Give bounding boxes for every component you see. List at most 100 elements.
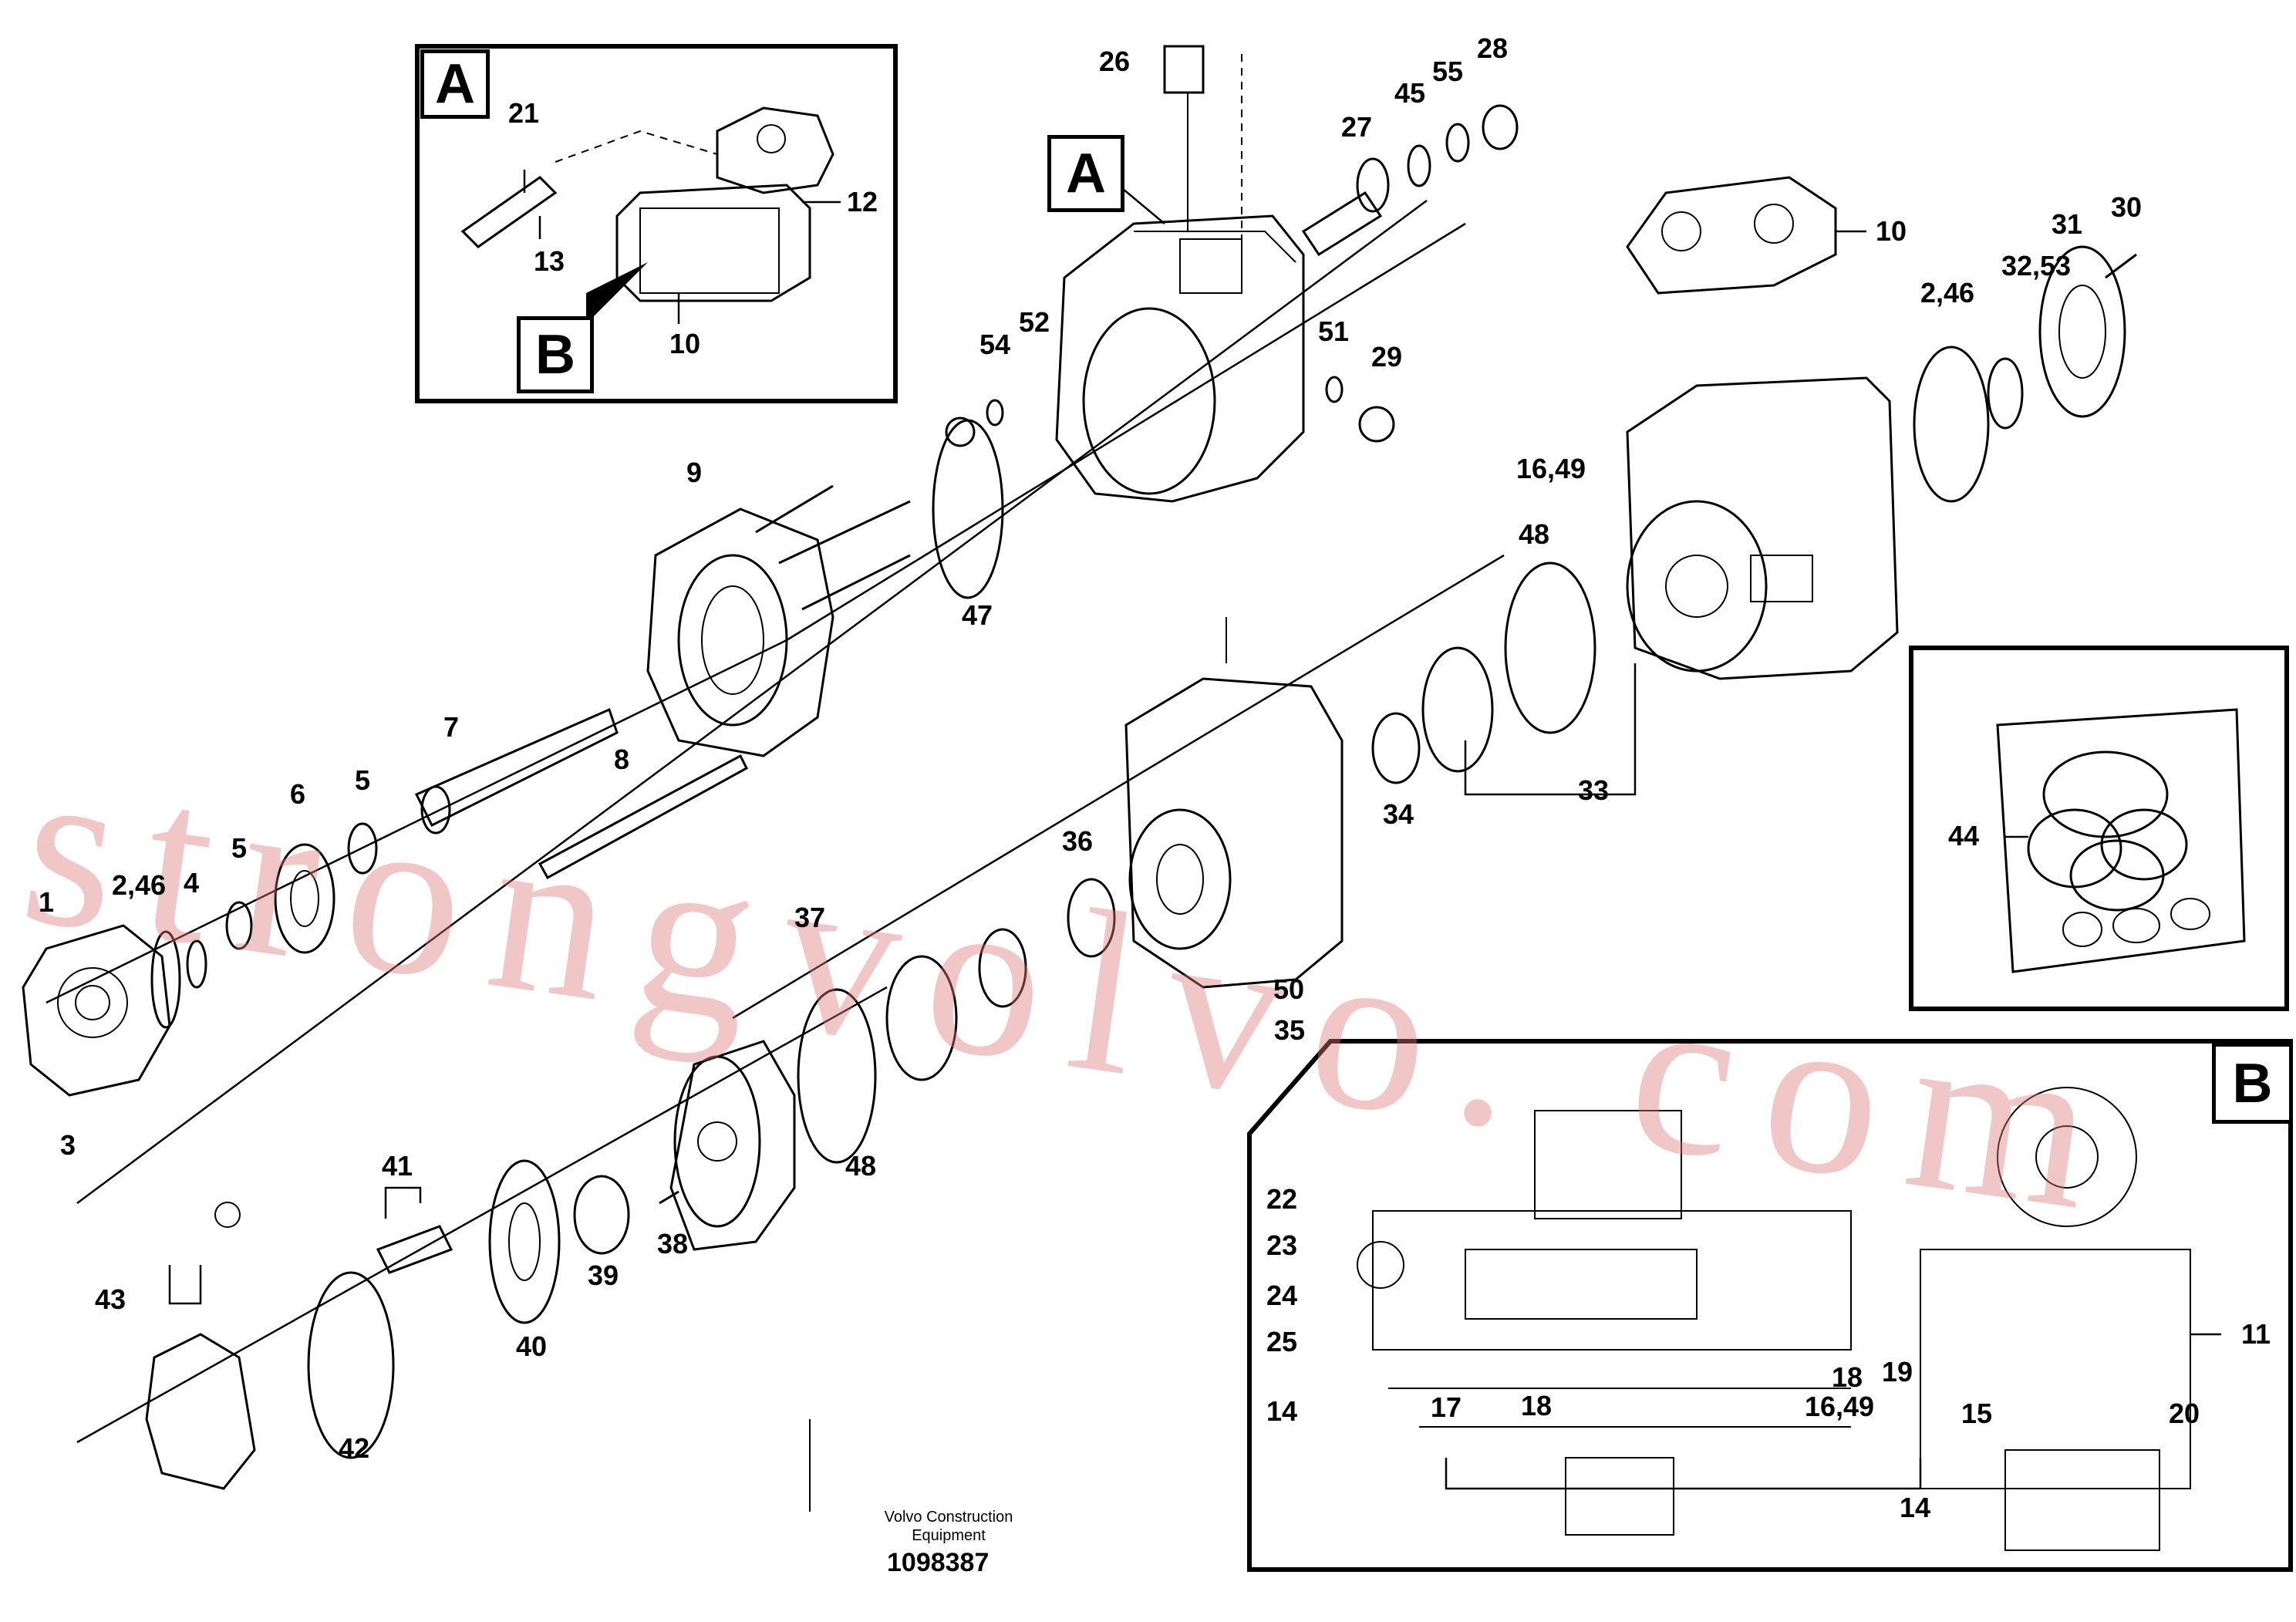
cylinder-block — [669, 1040, 796, 1251]
callout-47: 47 — [961, 599, 993, 631]
detail-a-letter: A — [420, 49, 490, 119]
main-housing — [1626, 376, 1899, 680]
bracket-43 — [168, 1265, 202, 1305]
main-view-letter: A — [1047, 135, 1124, 212]
callout-b-25: 25 — [1266, 1326, 1298, 1357]
axis-left-shaft — [46, 639, 787, 1004]
detail-a-frame — [415, 44, 898, 403]
callout-b-18b: 18 — [1831, 1361, 1863, 1393]
bearing-37 — [978, 928, 1027, 1008]
callout-b-11: 11 — [2240, 1318, 2271, 1350]
kit-frame — [1909, 646, 2289, 1011]
callout-b-23: 23 — [1266, 1229, 1298, 1261]
plug-54 — [945, 416, 976, 447]
callout-34: 34 — [1382, 798, 1414, 830]
ring-55 — [1445, 123, 1470, 163]
company-line-2: Equipment — [912, 1527, 986, 1544]
callout-b-17: 17 — [1430, 1391, 1462, 1423]
bolt-30 — [2105, 253, 2137, 279]
callout-50: 50 — [1273, 973, 1305, 1005]
callout-41: 41 — [381, 1150, 413, 1182]
callout-5b: 5 — [354, 764, 371, 796]
casing-a — [1055, 214, 1305, 503]
callout-b-24: 24 — [1266, 1280, 1298, 1311]
detail-a-pointer-letter: B — [517, 316, 594, 393]
callout-b-16-49: 16,49 — [1804, 1391, 1875, 1422]
callout-4: 4 — [183, 867, 200, 899]
callout-48a: 48 — [1518, 518, 1550, 550]
document-number: 1098387 — [887, 1548, 990, 1577]
callout-38: 38 — [656, 1228, 689, 1259]
callout-29: 29 — [1371, 341, 1403, 373]
oring-2-46 — [150, 930, 181, 1029]
ring-5a — [225, 901, 253, 950]
piston-41 — [376, 1225, 453, 1274]
callout-b-19: 19 — [1881, 1356, 1913, 1388]
center-block — [1124, 677, 1344, 989]
callout-26: 26 — [1098, 46, 1131, 77]
label-12: 12 — [846, 186, 878, 218]
callout-7: 7 — [443, 711, 460, 743]
callout-43: 43 — [94, 1283, 126, 1315]
callout-30: 30 — [2110, 191, 2143, 223]
callout-8: 8 — [613, 744, 630, 775]
callout-6: 6 — [289, 778, 306, 810]
detail-a-valve — [460, 106, 834, 302]
ring-52 — [986, 399, 1004, 427]
callout-33: 33 — [1577, 774, 1610, 806]
plate-33 — [1421, 646, 1494, 773]
axis-housing — [732, 554, 1505, 1020]
callout-31: 31 — [2051, 208, 2083, 240]
callout-39: 39 — [587, 1259, 619, 1291]
cover-1 — [22, 924, 171, 1097]
callout-42: 42 — [338, 1432, 370, 1464]
ring-5b — [347, 822, 378, 875]
callout-44: 44 — [1947, 820, 1980, 851]
bearing-6 — [274, 843, 335, 954]
seal-32-53 — [1987, 357, 2024, 430]
callout-2-46: 2,46 — [111, 869, 167, 901]
seal-kit-44 — [1996, 708, 2246, 973]
callout-40: 40 — [515, 1330, 548, 1362]
retainer-39 — [573, 1175, 630, 1255]
company-name: Volvo Construction Equipment — [872, 1508, 1026, 1545]
oring-47 — [932, 419, 1004, 599]
label-21: 21 — [507, 97, 540, 129]
plug-28 — [1482, 104, 1519, 150]
callout-9: 9 — [686, 457, 703, 488]
detail-b-frame — [1247, 1039, 2293, 1572]
detail-b-letter: B — [2212, 1043, 2293, 1124]
detail-b-drawing — [1357, 1087, 2191, 1551]
oring-48a — [1504, 561, 1596, 734]
label-13: 13 — [533, 245, 565, 277]
bearing-34 — [1371, 712, 1421, 784]
callout-1: 1 — [38, 886, 55, 918]
plate-40 — [488, 1159, 561, 1324]
ring-45 — [1407, 144, 1431, 187]
callout-b-20: 20 — [2168, 1398, 2200, 1429]
arrow-b — [586, 262, 648, 324]
shaft-7 — [414, 707, 619, 835]
plate-42 — [307, 1271, 395, 1459]
snapring-4 — [186, 939, 207, 989]
label-10a: 10 — [669, 328, 701, 359]
callout-45: 45 — [1394, 77, 1426, 109]
callout-2-46b: 2,46 — [1920, 277, 1975, 309]
swash-43 — [145, 1202, 256, 1490]
callout-52: 52 — [1018, 306, 1050, 338]
callout-37: 37 — [794, 902, 826, 933]
oring-48b — [797, 988, 877, 1164]
regulator-10 — [1626, 176, 1837, 295]
callout-36: 36 — [1061, 825, 1094, 857]
plate-38b — [885, 955, 958, 1081]
plate-9 — [646, 484, 911, 757]
valve-27 — [1301, 157, 1390, 257]
bracket-b-14 — [1445, 1458, 1922, 1490]
bolt-8 — [538, 754, 748, 880]
bracket-33 — [1464, 663, 1637, 796]
ring-51 — [1325, 376, 1344, 403]
callout-b-14b: 14 — [1899, 1492, 1931, 1523]
callout-b-14a: 14 — [1266, 1395, 1298, 1427]
callout-b-15: 15 — [1961, 1398, 1993, 1429]
